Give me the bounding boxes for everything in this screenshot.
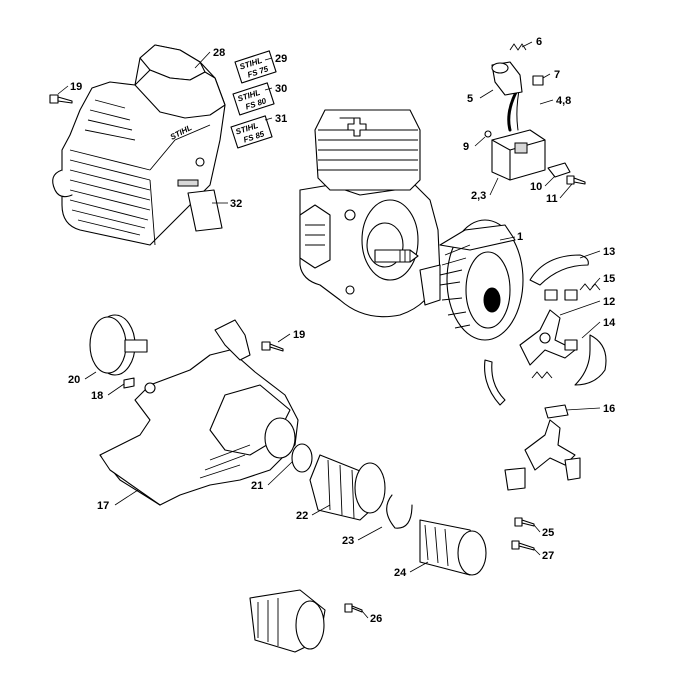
callout-17: 17 <box>97 500 109 512</box>
snap-ring-part-23[interactable] <box>386 494 413 529</box>
decal-part-31[interactable]: STIHL FS 85 <box>230 115 273 149</box>
callout-labels: 28 29 30 31 32 19 6 7 4,8 5 9 2,3 10 11 … <box>68 36 616 625</box>
fan-housing-part-17[interactable] <box>99 319 299 506</box>
spring-part-15[interactable] <box>579 283 601 291</box>
spark-plug-boot-part-5[interactable] <box>491 61 523 96</box>
callout-5: 5 <box>467 93 473 105</box>
callout-19-upper: 19 <box>70 81 82 93</box>
callout-4-8: 4,8 <box>556 95 571 107</box>
plate-part-32[interactable] <box>187 189 223 232</box>
callout-15: 15 <box>603 273 615 285</box>
clamp-part-26-assembly[interactable] <box>249 589 326 653</box>
plug-terminal-part-10[interactable] <box>547 162 571 178</box>
callout-28: 28 <box>213 47 225 59</box>
screw-part-19-lower[interactable] <box>261 341 284 352</box>
clutch-assembly-part-16[interactable] <box>504 404 581 491</box>
callout-21: 21 <box>251 480 263 492</box>
callout-29: 29 <box>275 53 287 65</box>
decal-part-30[interactable]: STIHL FS 80 <box>232 82 275 116</box>
callout-18: 18 <box>91 390 103 402</box>
spring-small[interactable] <box>531 371 553 379</box>
callout-1: 1 <box>517 231 523 243</box>
decal-part-29[interactable]: STIHL FS 75 <box>234 50 277 84</box>
callout-31: 31 <box>275 113 287 125</box>
callout-16: 16 <box>603 403 615 415</box>
screw-part-25[interactable] <box>514 517 535 527</box>
callout-12: 12 <box>603 296 615 308</box>
callout-22: 22 <box>296 510 308 522</box>
callout-19-lower: 19 <box>293 329 305 341</box>
callout-6: 6 <box>536 36 542 48</box>
callout-13: 13 <box>603 246 615 258</box>
ignition-module-part-2-3[interactable] <box>491 129 546 181</box>
callout-30: 30 <box>275 83 287 95</box>
screw-part-27[interactable] <box>511 540 535 551</box>
engine-crankcase[interactable] <box>299 109 441 318</box>
callout-2-3: 2,3 <box>471 190 486 202</box>
callout-23: 23 <box>342 535 354 547</box>
callout-20: 20 <box>68 374 80 386</box>
callout-14: 14 <box>603 317 616 329</box>
clamp-part-24[interactable] <box>419 519 487 576</box>
callout-27: 27 <box>542 550 554 562</box>
callout-32: 32 <box>230 198 242 210</box>
callout-26: 26 <box>370 613 382 625</box>
ring-part-21[interactable] <box>291 443 313 473</box>
screw-part-11[interactable] <box>566 175 586 185</box>
callout-7: 7 <box>554 69 560 81</box>
roller-part-20[interactable] <box>89 314 148 376</box>
screw-part-19-upper[interactable] <box>49 94 73 104</box>
screw-part-26[interactable] <box>344 603 363 613</box>
clutch-shoe-part-14[interactable] <box>564 334 607 386</box>
clutch-shoe-part-13[interactable] <box>529 254 589 301</box>
leader-lines <box>57 41 601 619</box>
spring-part-6[interactable] <box>509 43 527 51</box>
clutch-hub-part-12[interactable] <box>519 309 576 366</box>
flywheel-part-1[interactable] <box>419 219 524 341</box>
callout-9: 9 <box>463 141 469 153</box>
callout-24: 24 <box>394 567 407 579</box>
nut-part-7[interactable] <box>532 75 544 86</box>
sleeve-part-22[interactable] <box>309 454 386 521</box>
washer-part-9[interactable] <box>484 130 492 138</box>
callout-25: 25 <box>542 527 554 539</box>
pin-part-18[interactable] <box>123 377 135 389</box>
callout-11: 11 <box>546 193 558 205</box>
clutch-left-shoe[interactable] <box>484 359 506 406</box>
shroud-part-28[interactable]: STIHL <box>52 44 226 246</box>
callout-10: 10 <box>530 181 542 193</box>
